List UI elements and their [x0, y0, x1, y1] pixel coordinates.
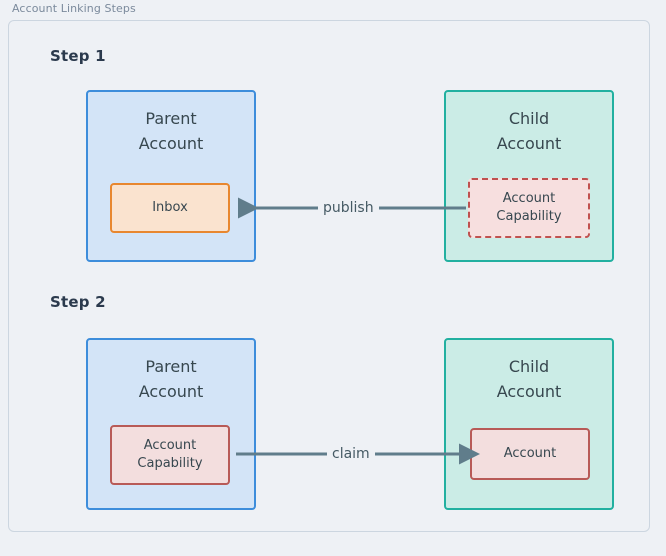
step-1-account-capability-node[interactable]: Account Capability	[468, 178, 590, 238]
step-1-child-account-title: Child Account	[496, 109, 562, 153]
step-2-account-capability-node[interactable]: Account Capability	[110, 425, 230, 485]
frame-title: Account Linking Steps	[12, 2, 136, 15]
step-2-account-node[interactable]: Account	[470, 428, 590, 480]
step-2-parent-account-title: Parent Account	[138, 357, 204, 401]
step-2-label: Step 2	[50, 293, 106, 311]
step-1-parent-account-node[interactable]: Parent Account	[86, 90, 256, 262]
claim-edge-label: claim	[327, 445, 375, 463]
step-1-inbox-node[interactable]: Inbox	[110, 183, 230, 233]
step-1-parent-account-title: Parent Account	[138, 109, 204, 153]
step-2-child-account-node[interactable]: Child Account	[444, 338, 614, 510]
step-1-label: Step 1	[50, 47, 106, 65]
step-2-child-account-title: Child Account	[496, 357, 562, 401]
publish-edge-label: publish	[318, 199, 379, 217]
